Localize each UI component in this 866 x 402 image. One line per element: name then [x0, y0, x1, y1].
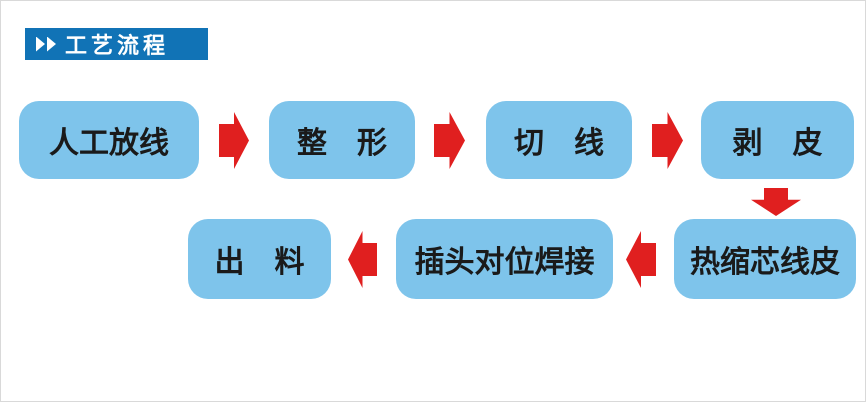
arrow-right-icon: [434, 112, 465, 169]
arrow-left-icon: [626, 231, 656, 288]
chevron-right-icon: [47, 36, 56, 52]
flow-step-label: 剥 皮: [732, 127, 823, 160]
flow-step-shaping: 整 形: [269, 101, 415, 179]
flow-step-label: 插头对位焊接: [414, 246, 595, 279]
flow-step-label: 人工放线: [49, 127, 169, 160]
arrow-right-icon: [652, 112, 683, 169]
flow-step-heat-shrink-core-wire: 热缩芯线皮: [674, 219, 856, 299]
section-header-badge: 工艺流程: [25, 28, 208, 60]
section-title: 工艺流程: [65, 33, 170, 58]
flow-step-discharge: 出 料: [188, 219, 331, 299]
flow-step-label: 切 线: [514, 127, 604, 160]
arrow-left-icon: [348, 231, 377, 288]
flow-step-manual-wire-laying: 人工放线: [19, 101, 199, 179]
flow-step-stripping: 剥 皮: [701, 101, 854, 179]
flow-step-wire-cutting: 切 线: [486, 101, 632, 179]
arrow-down-icon: [751, 188, 801, 216]
flow-step-plug-alignment-welding: 插头对位焊接: [396, 219, 613, 299]
chevron-right-icon: [36, 36, 45, 52]
double-chevron-right-icon: [36, 36, 58, 52]
arrow-right-icon: [219, 112, 249, 169]
flow-step-label: 热缩芯线皮: [690, 246, 840, 279]
flow-step-label: 出 料: [214, 246, 305, 279]
flow-step-label: 整 形: [297, 127, 387, 160]
